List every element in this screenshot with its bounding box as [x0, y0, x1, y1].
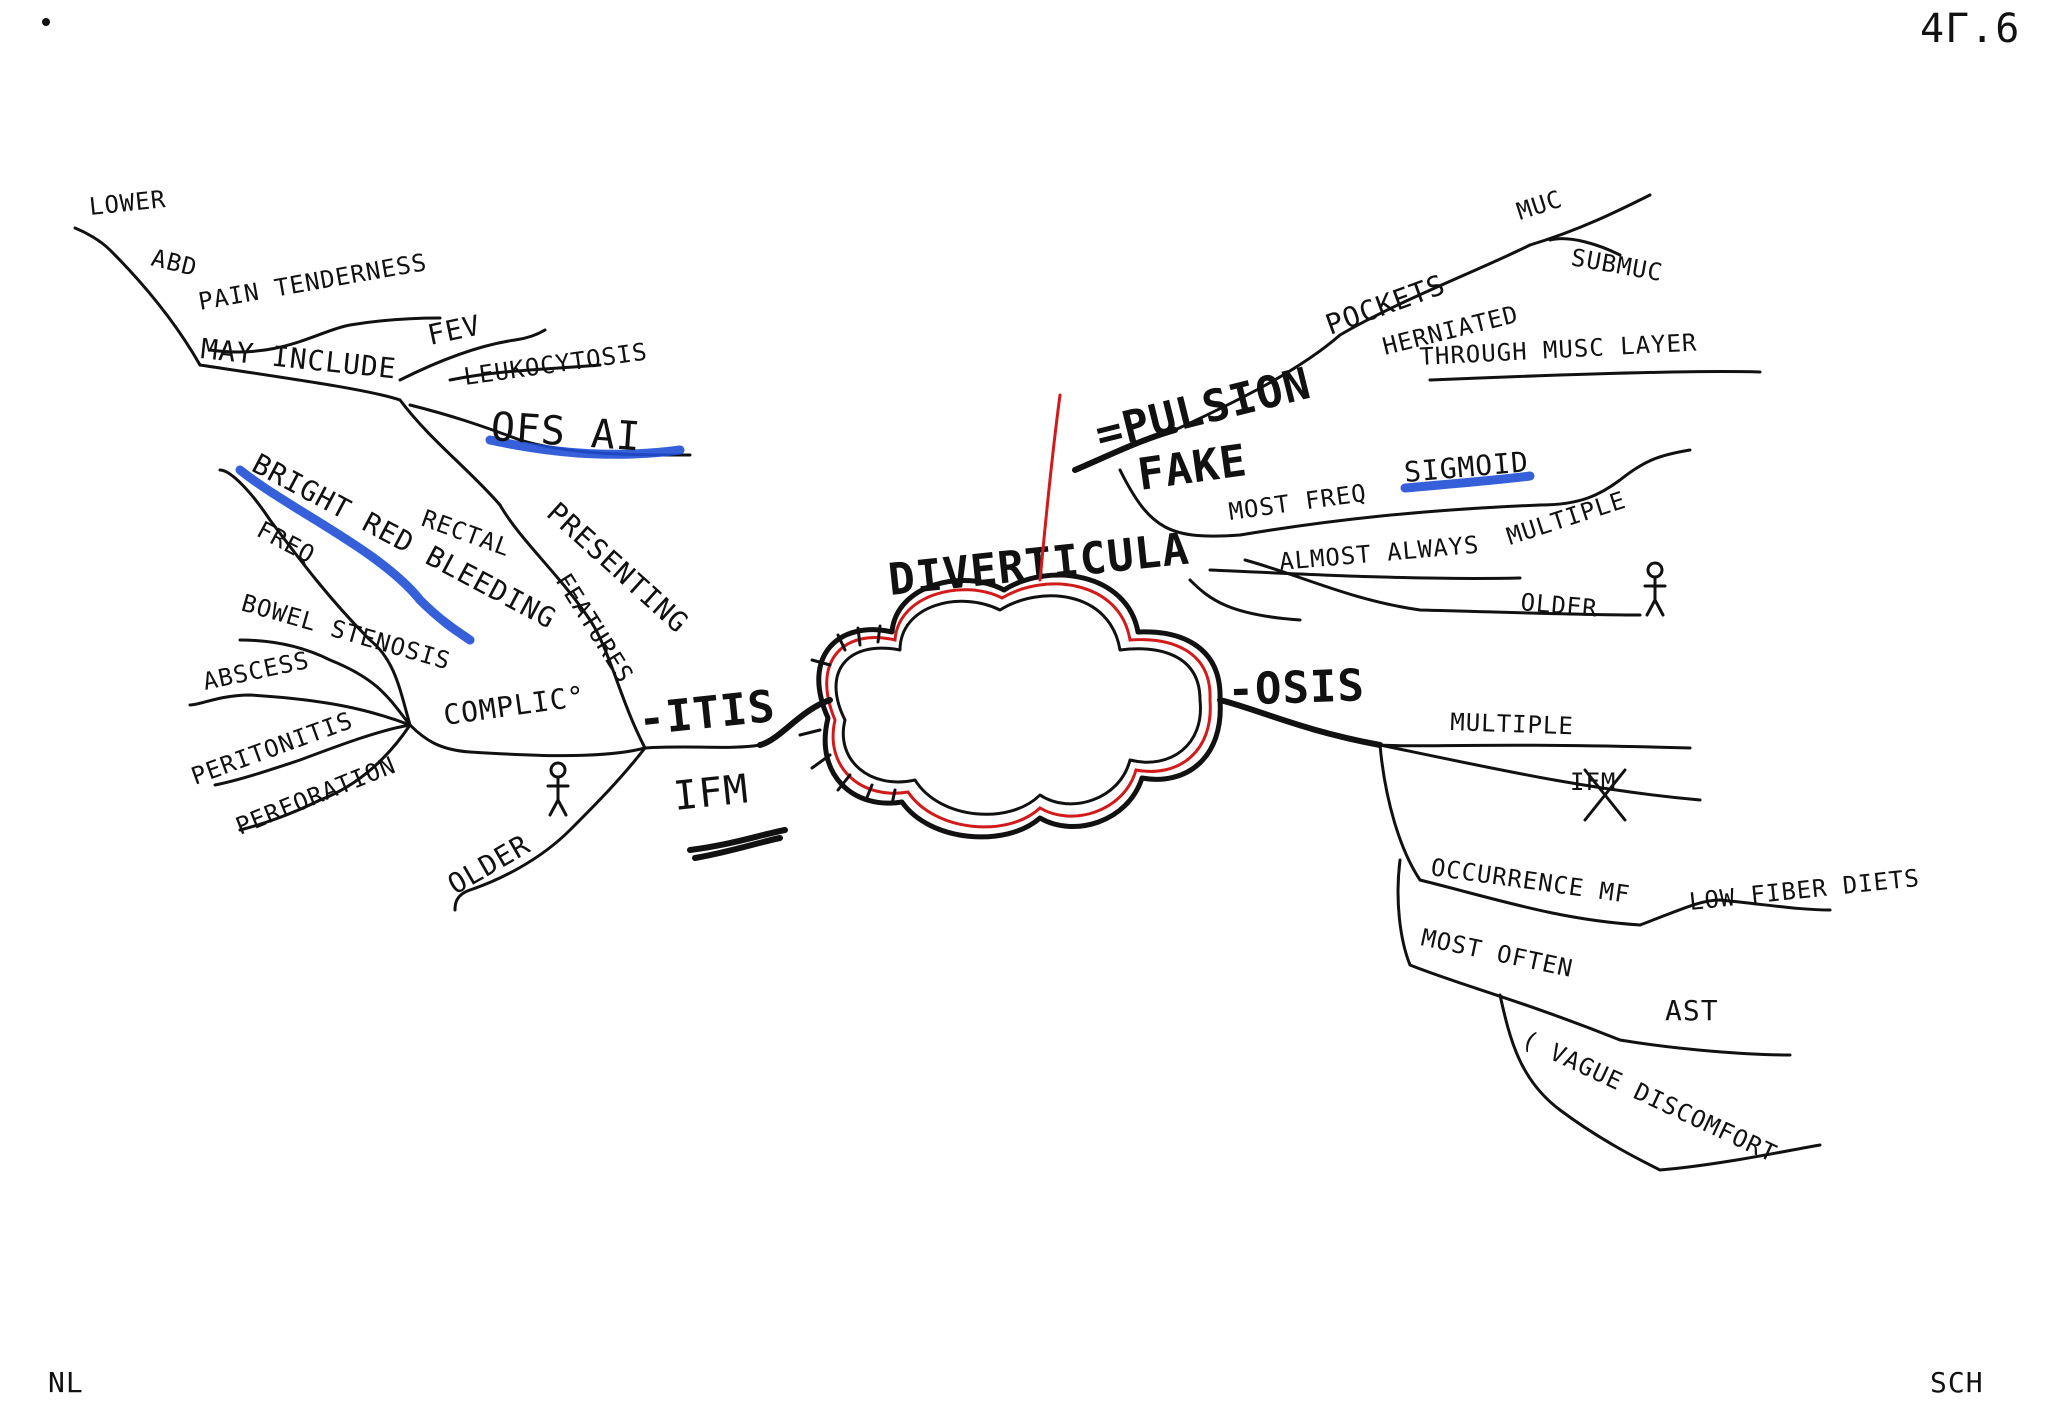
label-presenting: PRESENTING	[540, 496, 695, 640]
label-multiple-upper: MULTIPLE	[1503, 486, 1629, 551]
label-multiple-lower: MULTIPLE	[1450, 708, 1574, 740]
label-osis: -OSIS	[1227, 660, 1366, 716]
label-submuc: SUBMUC	[1569, 243, 1665, 287]
red-line-up	[1038, 393, 1062, 582]
label-lower: LOWER	[88, 185, 168, 221]
sigmoid-highlight	[1400, 471, 1535, 493]
branch-osis	[1217, 697, 1832, 1172]
label-fev: FEV	[425, 308, 484, 351]
branch-itis	[73, 226, 833, 912]
label-ifm-left: IFM	[671, 766, 751, 820]
label-complic: COMPLIC°	[441, 679, 587, 732]
label-may-include: MAY INCLUDE	[199, 332, 398, 385]
label-ofs-ai: OFS AI	[489, 404, 642, 460]
sparkle-marks	[798, 624, 897, 806]
label-almost-always: ALMOST ALWAYS	[1278, 531, 1481, 576]
author-initials-left: NL	[48, 1366, 84, 1399]
ifm-underline	[687, 827, 788, 861]
central-cloud	[816, 572, 1223, 840]
label-most-often: MOST OFTEN	[1419, 923, 1576, 983]
label-ast: AST	[1665, 994, 1719, 1027]
label-abd: ABD	[149, 244, 201, 282]
page-number: 4Γ.6	[1920, 6, 2020, 52]
central-title: DIVERTICULA	[886, 524, 1192, 606]
branch-pulsion	[1072, 193, 1762, 622]
author-initials-right: SCH	[1930, 1366, 1984, 1399]
label-abscess: ABSCESS	[200, 646, 312, 696]
label-pain-tenderness: PAIN TENDERNESS	[196, 248, 429, 316]
label-vague-discomfort: ( VAGUE DISCOMFORT	[1517, 1025, 1781, 1168]
label-itis: -ITIS	[636, 681, 778, 746]
dot-mark	[42, 18, 50, 26]
label-older-left: OLDER	[442, 828, 536, 901]
stick-figure-upper-icon	[1643, 561, 1667, 617]
label-older-upper: OLDER	[1519, 588, 1598, 623]
label-muc: MUC	[1513, 185, 1566, 226]
ifm-cross-out	[1583, 768, 1627, 822]
label-occurrence: OCCURRENCE MF	[1429, 853, 1632, 909]
ofs-ai-highlight	[485, 435, 685, 459]
bright-red-highlight	[235, 465, 475, 645]
stick-figure-left-icon	[546, 761, 570, 817]
label-freq: FREQ	[252, 516, 320, 570]
